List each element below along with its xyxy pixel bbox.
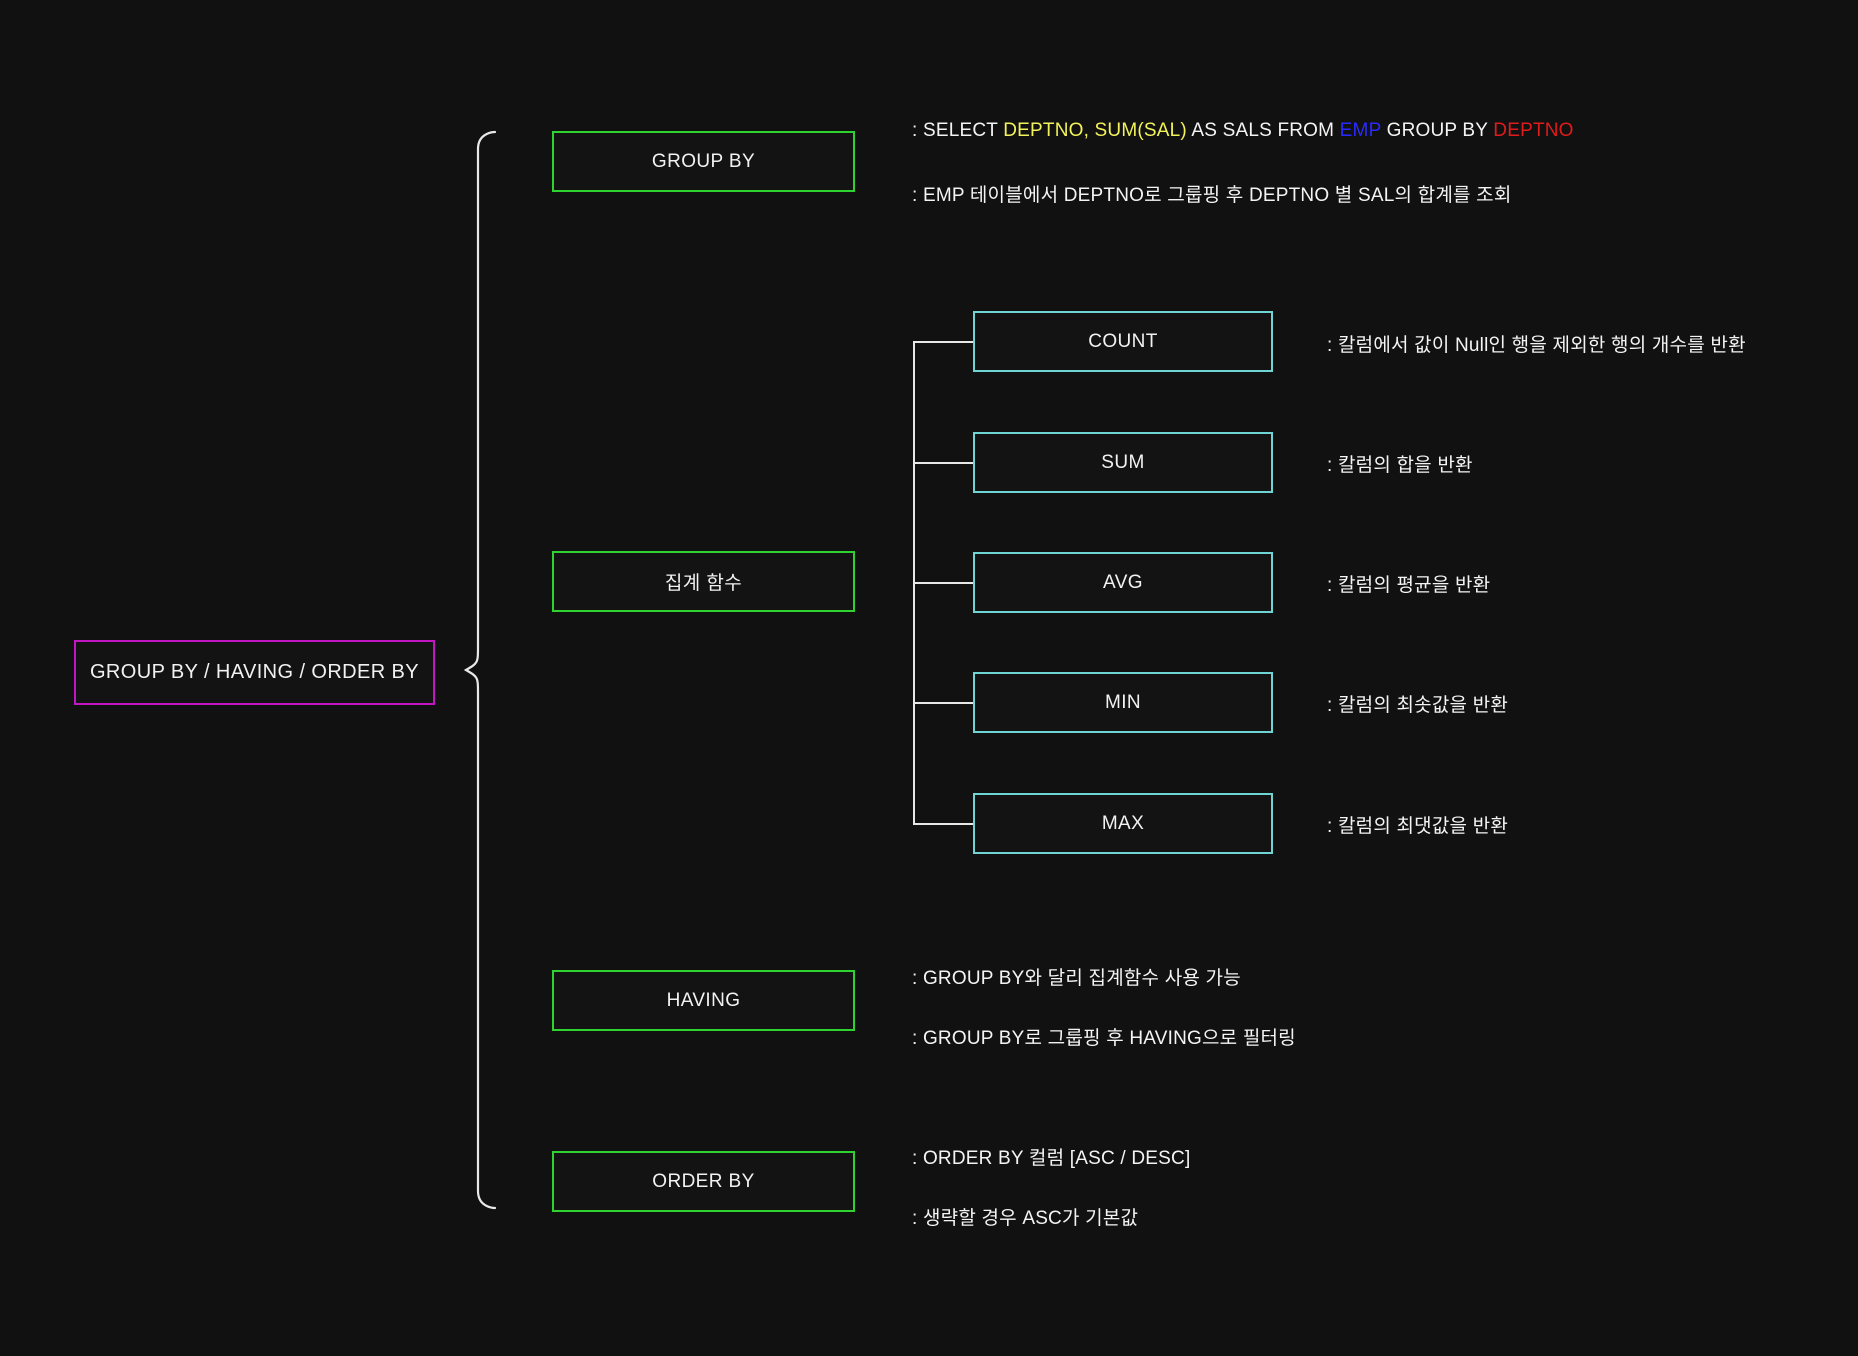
leaf-node-max-label: MAX (1101, 812, 1145, 834)
having-description-1: : GROUP BY와 달리 집계함수 사용 가능 (912, 968, 1241, 989)
branch-node-having-label: HAVING (666, 989, 741, 1011)
sql-table: EMP (1339, 120, 1382, 141)
root-brace-connector (463, 130, 497, 1210)
leaf-node-max[interactable]: MAX (973, 793, 1273, 854)
leaf-node-avg[interactable]: AVG (973, 552, 1273, 613)
leaf-node-count[interactable]: COUNT (973, 311, 1273, 372)
avg-description: : 칼럼의 평균을 반환 (1327, 575, 1491, 596)
sql-clause: GROUP BY (1381, 120, 1494, 141)
branch-node-order-by-label: ORDER BY (652, 1170, 755, 1192)
aggregate-stub-count (913, 341, 973, 343)
sql-columns: DEPTNO, SUM(SAL) (1003, 120, 1187, 141)
order-by-description-2: : 생략할 경우 ASC가 기본값 (912, 1208, 1139, 1229)
branch-node-having[interactable]: HAVING (552, 970, 855, 1031)
root-node-group-by-having-order-by[interactable]: GROUP BY / HAVING / ORDER BY (74, 640, 435, 705)
leaf-node-sum[interactable]: SUM (973, 432, 1273, 493)
order-by-description-1: : ORDER BY 컬럼 [ASC / DESC] (912, 1148, 1191, 1169)
leaf-node-sum-label: SUM (1101, 451, 1145, 473)
leaf-node-count-label: COUNT (1088, 330, 1158, 352)
sql-mid: AS SALS FROM (1186, 120, 1340, 141)
sql-prefix: : SELECT (912, 120, 1004, 141)
root-node-label: GROUP BY / HAVING / ORDER BY (89, 661, 420, 683)
count-description: : 칼럼에서 값이 Null인 행을 제외한 행의 개수를 반환 (1327, 335, 1746, 356)
min-description: : 칼럼의 최솟값을 반환 (1327, 695, 1509, 716)
branch-node-order-by[interactable]: ORDER BY (552, 1151, 855, 1212)
leaf-node-min[interactable]: MIN (973, 672, 1273, 733)
max-description: : 칼럼의 최댓값을 반환 (1327, 816, 1509, 837)
aggregate-stub-max (913, 823, 973, 825)
sum-description: : 칼럼의 합을 반환 (1327, 455, 1473, 476)
aggregate-stub-min (913, 702, 973, 704)
leaf-node-min-label: MIN (1104, 691, 1142, 713)
having-description-2: : GROUP BY로 그룹핑 후 HAVING으로 필터링 (912, 1028, 1296, 1049)
group-by-sql-example: : SELECT DEPTNO, SUM(SAL) AS SALS FROM E… (912, 120, 1574, 142)
branch-node-group-by[interactable]: GROUP BY (552, 131, 855, 192)
branch-node-group-by-label: GROUP BY (651, 150, 756, 172)
aggregate-stub-avg (913, 582, 973, 584)
leaf-node-avg-label: AVG (1103, 571, 1143, 593)
branch-node-aggregate-label: 집계 함수 (664, 573, 743, 594)
sql-group-column: DEPTNO (1493, 120, 1574, 141)
group-by-description: : EMP 테이블에서 DEPTNO로 그룹핑 후 DEPTNO 별 SAL의 … (912, 185, 1512, 206)
aggregate-stub-sum (913, 462, 973, 464)
branch-node-aggregate[interactable]: 집계 함수 (552, 551, 855, 612)
